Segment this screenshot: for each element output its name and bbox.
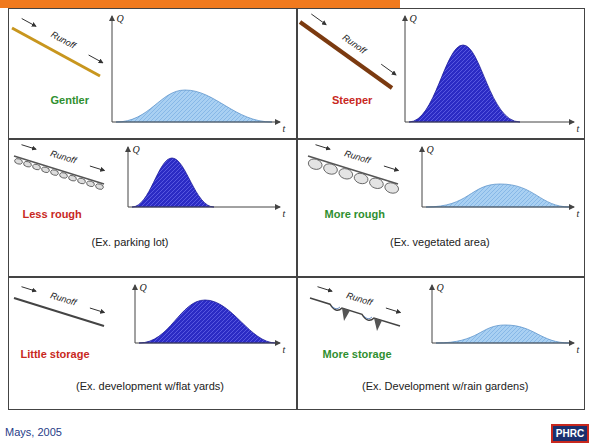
t-axis [112, 122, 280, 123]
runoff-label: Runoff [49, 290, 77, 308]
flow-arrow [311, 14, 326, 25]
runoff-label: Runoff [340, 32, 368, 56]
axis-label: t [577, 208, 580, 220]
pebble [77, 177, 86, 184]
t-axis [405, 122, 574, 123]
rock [338, 167, 354, 181]
axis-label: Q [117, 13, 124, 25]
hydrograph-curve [116, 90, 272, 122]
example-label: (Ex. parking lot) [92, 236, 169, 249]
example-label: (Ex. Development w/rain gardens) [362, 380, 528, 393]
hydrograph-curve [436, 325, 570, 343]
hydrograph-curve [409, 45, 520, 122]
rock [384, 181, 400, 195]
hydrograph-curve [132, 158, 214, 207]
pebble [50, 169, 59, 176]
q-axis [135, 285, 136, 343]
condition-label: More storage [323, 348, 392, 361]
comparison-panel: Runoff Qt Steeper [297, 8, 585, 139]
q-axis [432, 285, 433, 343]
flow-arrow [22, 19, 36, 27]
comparison-panel: Runoff Qt Gentler [8, 8, 297, 139]
comparison-panel: Runoff Qt More storage (Ex. Development w/r… [297, 277, 585, 410]
flow-arrow [22, 145, 36, 150]
condition-label: Little storage [21, 348, 90, 361]
pebble [86, 180, 95, 187]
axis-label: t [577, 344, 580, 356]
flow-arrow [318, 287, 332, 292]
steep-slope [300, 22, 392, 88]
pebble [32, 163, 41, 170]
flow-arrow [22, 287, 36, 292]
condition-label: Less rough [23, 208, 82, 221]
gentle-slope [12, 28, 100, 76]
q-axis [112, 16, 113, 122]
example-label: (Ex. vegetated area) [390, 236, 490, 249]
axis-label: Q [437, 282, 444, 294]
hydrograph-curve [426, 184, 570, 207]
rocks [307, 157, 400, 194]
pebble [59, 172, 68, 179]
rock [368, 176, 384, 190]
flow-arrow [89, 55, 103, 63]
berm [342, 308, 350, 321]
logo-badge: PHRC [551, 424, 589, 443]
axis-label: t [283, 123, 286, 135]
condition-label: Gentler [51, 94, 90, 107]
rock [307, 157, 323, 171]
runoff-label: Runoff [343, 148, 371, 166]
runoff-label: Runoff [49, 29, 77, 51]
source-citation: Mays, 2005 [5, 426, 62, 438]
pebble [14, 158, 23, 165]
condition-label: More rough [325, 208, 386, 221]
flow-arrow [90, 308, 104, 313]
hydrograph-curve [139, 300, 276, 343]
ponded-water [332, 306, 340, 309]
axis-label: t [577, 123, 580, 135]
pebble [95, 183, 104, 190]
flow-arrow [90, 166, 104, 171]
axis-label: Q [133, 144, 140, 156]
t-axis [135, 343, 280, 344]
ponded-water [364, 316, 372, 319]
example-label: (Ex. development w/flat yards) [76, 380, 224, 393]
pebble [68, 175, 77, 182]
t-axis [128, 207, 280, 208]
axis-label: t [283, 208, 286, 220]
t-axis [422, 207, 574, 208]
q-axis [128, 147, 129, 207]
comparison-panel: Runoff Qt Little storage (Ex. development w… [8, 277, 297, 410]
runoff-label: Runoff [345, 290, 373, 308]
title-bar [0, 0, 400, 8]
q-axis [405, 16, 406, 122]
axis-label: Q [140, 282, 147, 294]
axis-label: t [283, 344, 286, 356]
comparison-panel: Runoff Qt Less rough (Ex. parking lot) [8, 139, 297, 277]
q-axis [422, 147, 423, 207]
axis-label: Q [410, 13, 417, 25]
flow-arrow [381, 64, 396, 75]
condition-label: Steeper [332, 94, 372, 107]
rock [353, 172, 369, 186]
comparison-panel: Runoff Qt More rough (Ex. vegetated area) [297, 139, 585, 277]
t-axis [432, 343, 574, 344]
pebble [23, 161, 32, 168]
flow-arrow [386, 308, 400, 313]
rock [322, 162, 338, 176]
flow-arrow [316, 145, 330, 150]
runoff-label: Runoff [49, 148, 77, 166]
berm [374, 318, 382, 331]
pebble [41, 166, 50, 173]
flow-arrow [384, 166, 398, 171]
axis-label: Q [427, 144, 434, 156]
pebbles [14, 158, 104, 191]
